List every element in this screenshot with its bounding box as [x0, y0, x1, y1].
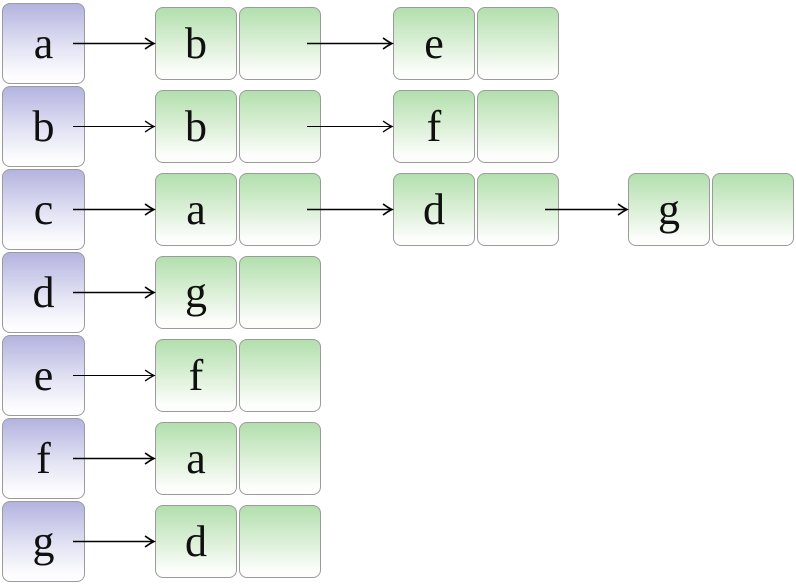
list-node-data-cell: e: [393, 7, 475, 80]
node-label: g: [185, 267, 207, 317]
list-node-pointer-cell: [712, 173, 794, 246]
node-label: g: [658, 184, 680, 234]
list-node-pointer-cell: [239, 7, 321, 80]
list-node-data-cell: d: [155, 505, 237, 578]
vertex-box-c: c: [2, 169, 85, 250]
list-node-pointer-cell: [239, 339, 321, 412]
list-node-pointer-cell: [239, 90, 321, 163]
node-label: f: [426, 101, 442, 151]
pointer-arrow: [73, 452, 156, 465]
vertex-label: a: [33, 18, 54, 68]
pointer-arrow: [73, 203, 156, 216]
vertex-label: b: [32, 101, 55, 151]
list-node-pointer-cell: [239, 422, 321, 495]
vertex-box-b: b: [2, 86, 85, 167]
list-node-pointer-cell: [239, 256, 321, 329]
list-node-pointer-cell: [239, 505, 321, 578]
node-label: e: [424, 18, 444, 68]
pointer-arrow: [73, 535, 156, 548]
list-node-data-cell: b: [155, 7, 237, 80]
pointer-arrow: [73, 37, 156, 50]
vertex-box-e: e: [2, 335, 85, 416]
vertex-label: f: [36, 433, 51, 483]
node-label: a: [186, 184, 206, 234]
list-node-data-cell: f: [393, 90, 475, 163]
list-node-pointer-cell: [239, 173, 321, 246]
node-label: b: [185, 101, 207, 151]
list-node-data-cell: d: [393, 173, 475, 246]
list-node-data-cell: a: [155, 422, 237, 495]
vertex-box-d: d: [2, 252, 85, 333]
list-node-pointer-cell: [477, 173, 559, 246]
node-label: d: [185, 516, 207, 566]
vertex-label: c: [33, 184, 54, 234]
node-label: d: [423, 184, 445, 234]
vertex-label: g: [32, 516, 55, 566]
list-node-data-cell: f: [155, 339, 237, 412]
list-node-pointer-cell: [477, 7, 559, 80]
vertex-label: e: [33, 350, 54, 400]
vertex-box-g: g: [2, 501, 85, 582]
list-node-data-cell: g: [628, 173, 710, 246]
vertex-box-a: a: [2, 3, 85, 84]
node-label: b: [185, 18, 207, 68]
vertex-box-f: f: [2, 418, 85, 499]
pointer-arrow: [73, 286, 156, 299]
list-node-pointer-cell: [477, 90, 559, 163]
vertex-label: d: [32, 267, 55, 317]
node-label: a: [186, 433, 206, 483]
list-node-data-cell: b: [155, 90, 237, 163]
pointer-arrow: [73, 120, 156, 133]
list-node-data-cell: g: [155, 256, 237, 329]
pointer-arrow: [73, 369, 156, 382]
list-node-data-cell: a: [155, 173, 237, 246]
node-label: f: [188, 350, 204, 400]
